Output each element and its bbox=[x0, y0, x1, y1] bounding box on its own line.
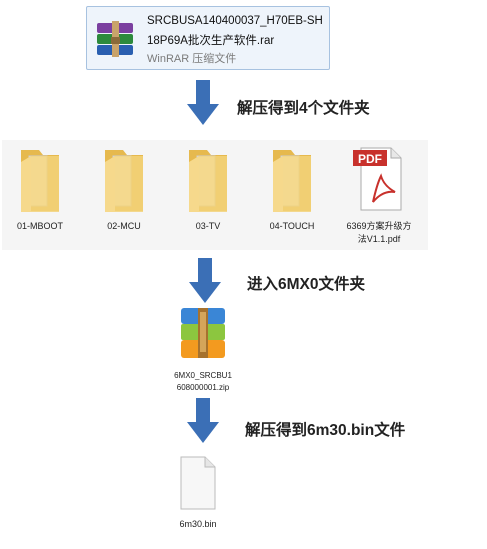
zip-file-item[interactable]: 6MX0_SRCBU1 608000001.zip bbox=[168, 306, 238, 393]
folder-icon bbox=[273, 150, 311, 212]
zip-archive-icon bbox=[181, 308, 225, 358]
down-arrow-icon bbox=[189, 258, 221, 303]
archive-type: WinRAR 压缩文件 bbox=[147, 53, 237, 65]
down-arrow-icon bbox=[187, 80, 219, 125]
step-3-text: 解压得到6m30.bin文件 bbox=[245, 422, 406, 439]
folder-label: 02-MCU bbox=[107, 221, 141, 231]
folder-item[interactable]: 03-TV bbox=[172, 144, 244, 232]
folder-item[interactable]: 01-MBOOT bbox=[4, 144, 76, 232]
folder-listing: 01-MBOOT 02-MCU 03-TV 04-TOUCH bbox=[2, 140, 428, 250]
folder-item[interactable]: 02-MCU bbox=[88, 144, 160, 232]
pdf-label-line2: 法V1.1.pdf bbox=[357, 234, 401, 244]
folder-item[interactable]: 04-TOUCH bbox=[256, 144, 328, 232]
bin-file-item[interactable]: 6m30.bin bbox=[168, 455, 228, 529]
zip-label-line2: 608000001.zip bbox=[176, 383, 230, 392]
folder-icon bbox=[105, 150, 143, 212]
folder-label: 01-MBOOT bbox=[16, 221, 63, 231]
archive-name-line2: 18P69A批次生产软件.rar bbox=[147, 35, 275, 47]
zip-label-line1: 6MX0_SRCBU1 bbox=[174, 371, 232, 380]
step-1-text: 解压得到4个文件夹 bbox=[237, 100, 370, 117]
step-2-text: 进入6MX0文件夹 bbox=[247, 276, 365, 293]
pdf-badge: PDF bbox=[358, 152, 382, 166]
down-arrow-icon bbox=[187, 398, 219, 443]
folder-icon bbox=[189, 150, 227, 212]
folder-label: 03-TV bbox=[195, 221, 221, 231]
blank-file-icon bbox=[180, 456, 216, 510]
pdf-file-icon: PDF bbox=[353, 147, 402, 211]
folder-label: 04-TOUCH bbox=[269, 221, 315, 231]
folder-icon bbox=[21, 150, 59, 212]
pdf-label-line1: 6369方案升级方 bbox=[346, 221, 412, 231]
archive-file-card[interactable]: SRCBUSA140400037_H70EB-SH 18P69A批次生产软件.r… bbox=[86, 6, 330, 70]
pdf-file-item[interactable]: PDF 6369方案升级方 法V1.1.pdf bbox=[336, 142, 422, 245]
bin-label: 6m30.bin bbox=[179, 519, 217, 529]
winrar-archive-icon bbox=[97, 21, 133, 57]
archive-name-line1: SRCBUSA140400037_H70EB-SH bbox=[147, 15, 323, 27]
